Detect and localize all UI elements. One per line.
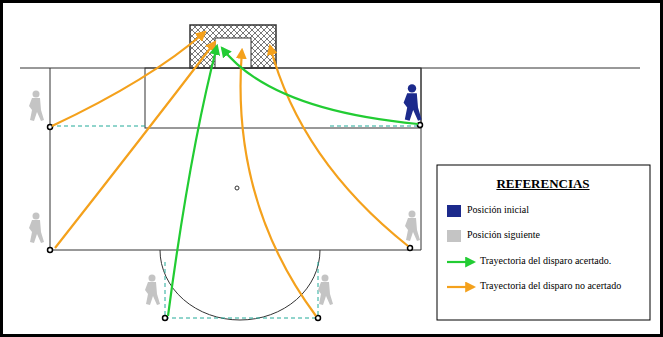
legend-text: Trayectoria del disparo no acertado: [480, 280, 621, 291]
legend-swatch: [447, 230, 461, 242]
legend-line-sample: [447, 261, 474, 263]
legend-heading: REFERENCIAS: [496, 176, 589, 192]
legend-text: Trayectoria del disparo acertado.: [480, 255, 611, 266]
legend-text: Posición siguiente: [467, 229, 540, 240]
legend-swatch: [447, 205, 461, 217]
legend-text: Posición inicial: [467, 204, 529, 215]
legend-line-sample: [447, 286, 474, 288]
